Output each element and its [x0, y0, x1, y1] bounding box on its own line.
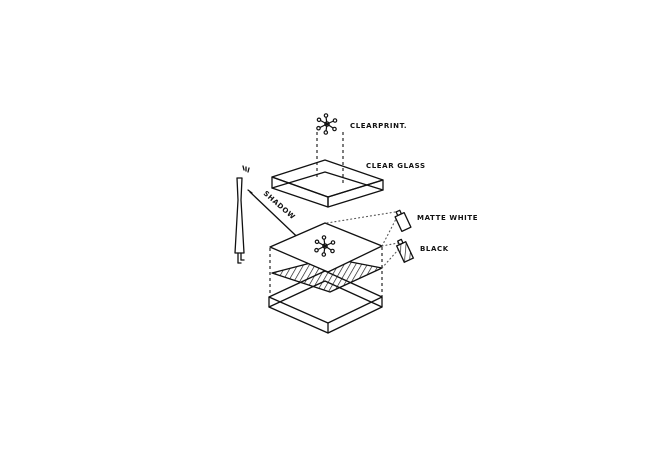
- black-bottle-icon: [395, 238, 415, 264]
- black-label: BLACK: [420, 245, 449, 253]
- clearprint-label: CLEARPRINT.: [350, 122, 407, 130]
- matte-white-label: MATTE WHITE: [417, 214, 478, 222]
- print-sheet: [269, 222, 383, 273]
- clear-glass-box: [271, 159, 384, 208]
- stack-projection-lines: [269, 247, 383, 297]
- person-figure-icon: [234, 165, 253, 264]
- clear-glass-label: CLEAR GLASS: [366, 162, 426, 170]
- finish-leader-lines: [326, 211, 399, 269]
- clearprint-flower-icon: [316, 113, 338, 135]
- matte-white-bottle-icon: [394, 209, 412, 233]
- hatched-sheet: [271, 257, 383, 293]
- flower-projection-lines: [316, 132, 344, 184]
